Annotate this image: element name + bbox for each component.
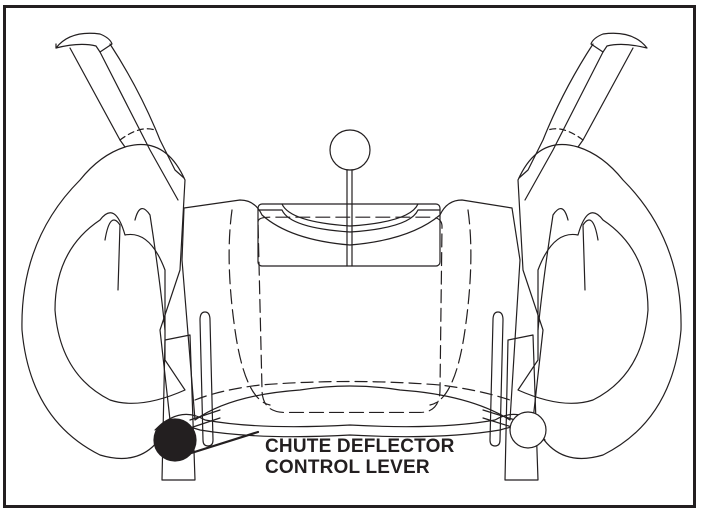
right-slot-guide: [482, 311, 547, 481]
left-loop-handle: [21, 143, 186, 459]
callout-leader-line: [183, 430, 260, 457]
callout-line-2: CONTROL LEVER: [265, 457, 430, 478]
control-panel: [154, 129, 546, 441]
chute-deflector-control-lever: [153, 418, 197, 462]
callout-label: CHUTE DEFLECTOR CONTROL LEVER: [265, 436, 454, 478]
left-upper-handle: [55, 32, 185, 201]
callout-line-1: CHUTE DEFLECTOR: [265, 436, 455, 457]
right-loop-handle: [517, 143, 682, 459]
right-upper-handle: [518, 32, 648, 201]
